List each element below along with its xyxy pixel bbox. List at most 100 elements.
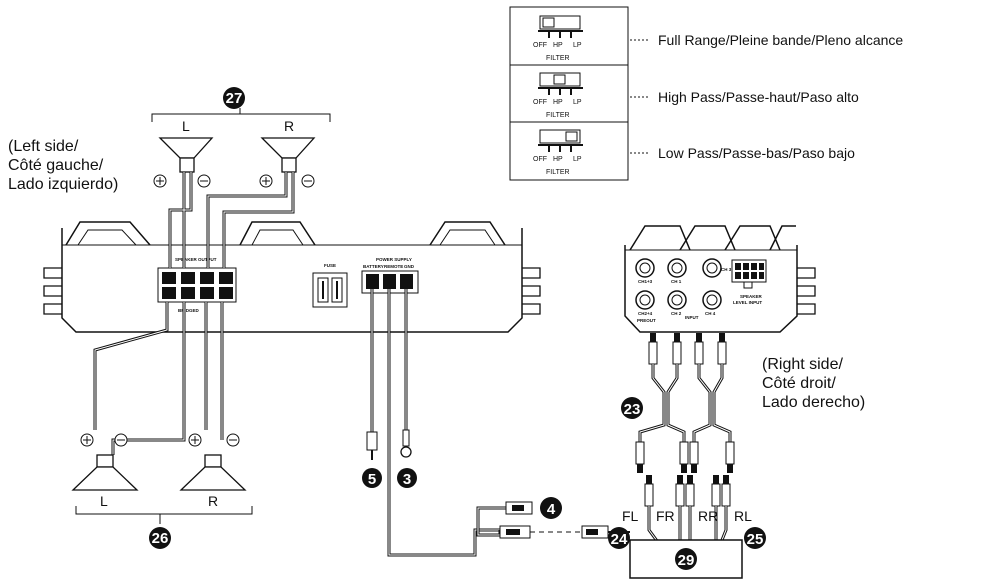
rca-plug (717, 333, 727, 365)
switch-pos-lp: LP (573, 42, 582, 49)
rca-plug (648, 333, 658, 365)
switch-pos-hp: HP (553, 42, 563, 49)
left-side-label-3: Lado izquierdo) (8, 176, 118, 193)
jack-label: CH1+3 (638, 279, 653, 284)
polarity-minus-icon (226, 433, 240, 447)
polarity-plus-icon (259, 174, 273, 188)
rca-plug (635, 441, 645, 473)
switch-pos-hp: HP (553, 156, 563, 163)
callout-27: 27 (226, 90, 243, 107)
switch-pos-off: OFF (533, 156, 547, 163)
speaker-output-label: SPEAKER OUTPUT (175, 257, 217, 262)
polarity-plus-icon (80, 433, 94, 447)
filter-legend: OFF HP LP FILTER Full Range/Pleine bande… (509, 6, 903, 181)
rca-plug (679, 441, 689, 473)
rca-plug (644, 475, 654, 507)
bottom-right-speaker: R (179, 454, 247, 509)
switch-pos-off: OFF (533, 42, 547, 49)
power-supply-label: POWER SUPPLY (376, 257, 412, 262)
callout-25: 25 (747, 531, 764, 548)
switch-pos-lp: LP (573, 99, 582, 106)
filter-switch-high-pass: OFF HP LP FILTER (533, 72, 583, 119)
jack-label: CH 2 (671, 311, 682, 316)
top-right-speaker-label: R (284, 118, 294, 134)
rca-jack (702, 258, 722, 278)
channel-label-rr: RR (698, 508, 718, 524)
top-right-speaker: R (260, 118, 316, 173)
rca-plug (689, 441, 699, 473)
channel-label-fl: FL (622, 508, 639, 524)
switch-pos-hp: HP (553, 99, 563, 106)
callout-29: 29 (678, 552, 695, 569)
left-side-label-1: (Left side/ (8, 138, 79, 155)
fuse-label: FUSE (324, 263, 336, 268)
battery-label: BATTERY (363, 264, 384, 269)
rca-plug (672, 333, 682, 365)
filter-label-high-pass: High Pass/Passe-haut/Paso alto (658, 89, 859, 105)
speaker-level-input-label-1: SPEAKER (740, 294, 763, 299)
bottom-left-speaker: L (71, 454, 139, 509)
rca-jack (635, 258, 655, 278)
amplifier-input-panel: CH1+3 CH 1 CH 3 CH2+4 CH 2 CH 4 PREOUT I… (624, 225, 816, 333)
jack-label: CH2+4 (638, 311, 653, 316)
polarity-plus-icon (153, 174, 167, 188)
jack-label: CH 4 (705, 311, 716, 316)
left-side-label-2: Côté gauche/ (8, 157, 104, 174)
channel-label-fr: FR (656, 508, 675, 524)
filter-switch-low-pass: OFF HP LP FILTER (533, 129, 583, 176)
speaker-level-input-label-2: LEVEL INPUT (733, 300, 762, 305)
remote-wire-connector: 4 (476, 497, 630, 539)
rca-plug (711, 475, 721, 507)
filter-label-low-pass: Low Pass/Passe-bas/Paso bajo (658, 145, 855, 161)
callout-3: 3 (403, 471, 411, 488)
power-supply-terminal: POWER SUPPLY BATTERY REMOTE GND (361, 257, 419, 294)
channel-label-rl: RL (734, 508, 752, 524)
battery-connector-icon (366, 431, 378, 460)
polarity-minus-icon (114, 433, 128, 447)
rca-plug (694, 333, 704, 365)
callout-24: 24 (611, 531, 628, 548)
main-amplifier: SPEAKER OUTPUT BRIDGED FUSE POWER SUPPLY… (43, 221, 541, 333)
switch-title: FILTER (546, 169, 570, 176)
bridged-label: BRIDGED (178, 308, 200, 313)
callout-4: 4 (547, 501, 556, 518)
polarity-minus-icon (301, 174, 315, 188)
preout-label: PREOUT (637, 318, 656, 323)
rca-plug (725, 441, 735, 473)
bottom-right-speaker-label: R (208, 493, 218, 509)
jack-label: CH 3 (721, 267, 732, 272)
head-unit: 29 (629, 539, 743, 579)
switch-title: FILTER (546, 55, 570, 62)
switch-pos-off: OFF (533, 99, 547, 106)
ground-ring-icon (400, 429, 412, 458)
speaker-level-input-connector: SPEAKER LEVEL INPUT (731, 259, 767, 305)
power-wires: 5 3 (362, 289, 500, 557)
remote-label: REMOTE (384, 264, 403, 269)
right-side-label-2: Côté droit/ (762, 375, 836, 392)
top-left-speaker-label: L (182, 118, 190, 134)
rca-jack (702, 290, 722, 310)
callout-23: 23 (624, 401, 641, 418)
switch-pos-lp: LP (573, 156, 582, 163)
polarity-plus-icon (188, 433, 202, 447)
bottom-speakers-group: L R 26 (71, 433, 253, 549)
right-side-label-3: Lado derecho) (762, 394, 865, 411)
fuse-holder: FUSE (312, 263, 348, 308)
filter-switch-full-range: OFF HP LP FILTER (533, 15, 583, 62)
switch-title: FILTER (546, 112, 570, 119)
rca-jack (667, 258, 687, 278)
speaker-output-terminal: SPEAKER OUTPUT BRIDGED (157, 257, 237, 313)
jack-label: CH 1 (671, 279, 682, 284)
rca-plug (675, 475, 685, 507)
gnd-label: GND (404, 264, 415, 269)
callout-26: 26 (152, 530, 169, 547)
callout-5: 5 (368, 471, 376, 488)
top-speakers-group: 27 L R (151, 87, 331, 188)
rca-plug (721, 475, 731, 507)
input-label: INPUT (685, 315, 699, 320)
polarity-minus-icon (197, 174, 211, 188)
rca-jack (635, 290, 655, 310)
filter-label-full-range: Full Range/Pleine bande/Pleno alcance (658, 32, 903, 48)
